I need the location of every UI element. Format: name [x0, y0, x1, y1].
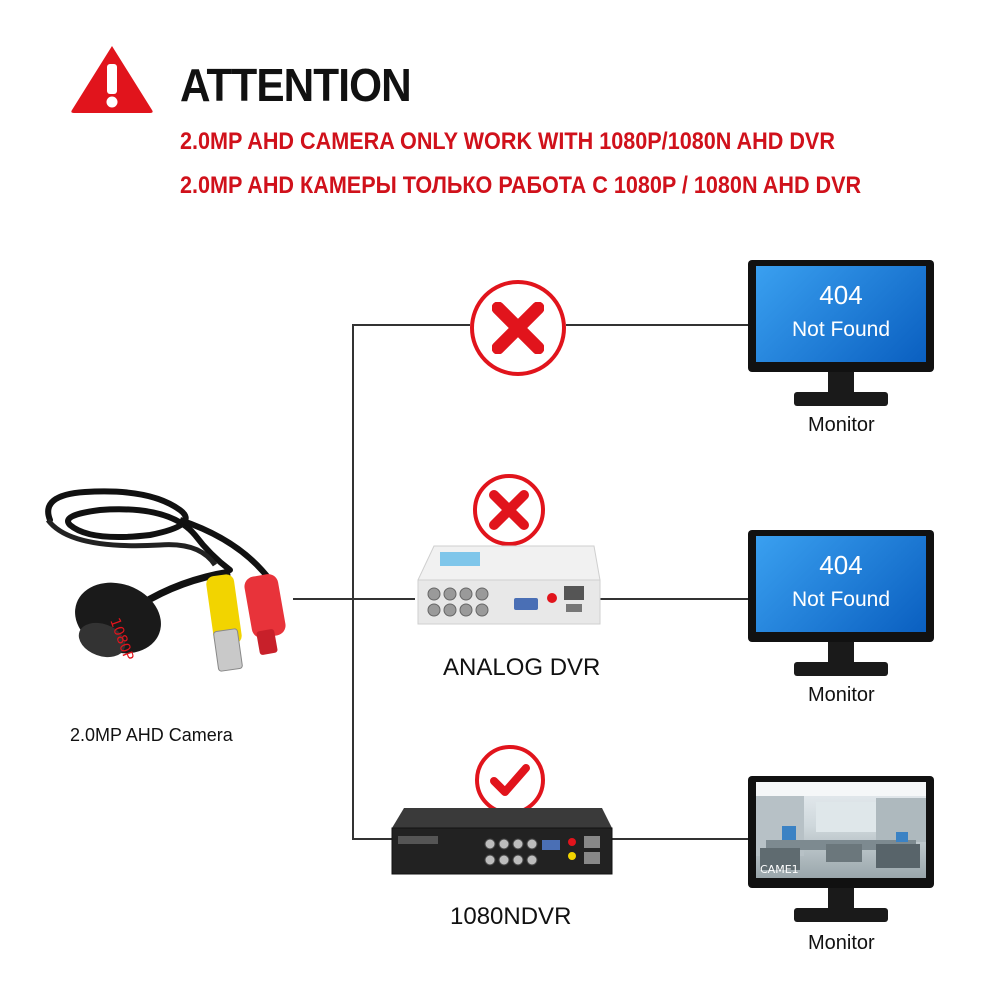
warning-line-ru: 2.0MP AHD КАМЕРЫ ТОЛЬКО РАБОТА С 1080P /… [180, 172, 862, 199]
monitor-screen: 404 Not Found [756, 266, 926, 362]
monitor: 404 Not Found [748, 530, 938, 680]
status-badge-x [470, 280, 566, 376]
warning-line-en: 2.0MP AHD CAMERA ONLY WORK WITH 1080P/10… [180, 128, 835, 155]
wire-trunk [352, 324, 354, 840]
monitor: 404 Not Found [748, 260, 938, 410]
wire-dvr-to-monitor [600, 598, 750, 600]
analog-dvr-label: ANALOG DVR [443, 654, 601, 681]
wire-camera-to-dvr [293, 598, 415, 600]
monitor: CAME1 [748, 776, 938, 926]
monitor-label: Monitor [808, 932, 875, 954]
monitor-screen-office-feed: CAME1 [756, 782, 926, 878]
status-badge-x [473, 474, 545, 546]
status-badge-check [475, 745, 545, 815]
wire-top-left [352, 324, 470, 326]
analog-dvr-image [414, 540, 604, 632]
monitor-screen: 404 Not Found [756, 536, 926, 632]
screen-camera-caption: CAME1 [760, 863, 799, 876]
camera-label: 2.0MP AHD Camera [70, 725, 233, 745]
nvr-label: 1080NDVR [450, 903, 572, 930]
warning-icon [68, 42, 156, 114]
screen-error-message: Not Found [791, 318, 891, 341]
page-title: ATTENTION [180, 59, 412, 111]
camera-image: 1080P [30, 480, 300, 680]
screen-error-code: 404 [819, 550, 863, 580]
monitor-label: Monitor [808, 414, 875, 436]
wire-top-right [566, 324, 750, 326]
wire-bottom [352, 838, 392, 840]
nvr-image [390, 806, 614, 878]
wire-nvr-to-monitor [612, 838, 750, 840]
screen-error-code: 404 [819, 280, 863, 310]
monitor-label: Monitor [808, 684, 875, 706]
screen-error-message: Not Found [791, 588, 891, 611]
